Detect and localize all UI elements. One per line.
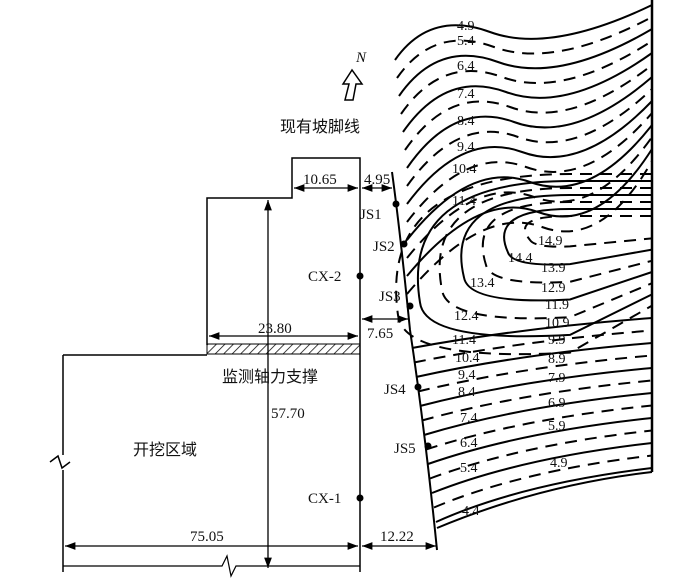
contour-line <box>402 52 653 133</box>
contour-label: 8.4 <box>457 114 475 129</box>
contour-line-dashed <box>421 379 653 422</box>
contour-line-dashed <box>404 64 653 151</box>
contour-label: 12.9 <box>541 281 566 296</box>
slope-foot-label: 现有坡脚线 <box>280 118 360 136</box>
contour-line-dashed <box>406 112 653 223</box>
contour-label: 10.9 <box>545 316 570 331</box>
contour-line <box>406 100 653 205</box>
contour-line <box>415 342 653 378</box>
contour-line-dashed <box>524 215 653 248</box>
contour-label: 10.4 <box>455 351 480 366</box>
dim-label: 4.95 <box>364 172 390 188</box>
north-arrow-icon <box>341 68 364 101</box>
monitoring-point <box>414 383 422 391</box>
dim-label: 57.70 <box>271 406 305 422</box>
contour-line-dashed <box>425 404 653 451</box>
contour-line <box>406 76 653 169</box>
contour-line <box>435 467 653 523</box>
contour-label: 7.4 <box>460 411 478 426</box>
contour-line <box>423 392 653 436</box>
contour-label: 8.4 <box>458 385 476 400</box>
contour-label: 13.4 <box>470 276 495 291</box>
contour-line-dashed <box>395 173 653 356</box>
contour-label: 12.4 <box>454 309 479 324</box>
excavation-label: 开挖区域 <box>133 441 197 459</box>
contour-label: 11.4 <box>452 333 476 348</box>
bottom-break-symbol <box>63 554 360 578</box>
contour-label: 10.4 <box>452 162 477 177</box>
contour-label: 8.9 <box>548 352 566 367</box>
bottom-boundary <box>436 471 653 529</box>
contour-label: 9.4 <box>458 368 476 383</box>
north-label: N <box>355 50 367 66</box>
contour-line <box>503 208 653 266</box>
contour-label: 14.4 <box>508 251 533 266</box>
contour-lines <box>394 4 653 523</box>
monitoring-point <box>356 272 364 280</box>
contour-label: 5.9 <box>548 419 566 434</box>
contour-line-dashed <box>413 329 653 364</box>
contour-line-dashed <box>433 454 653 509</box>
contour-label: 6.4 <box>460 436 478 451</box>
point-label: CX-1 <box>308 491 341 507</box>
contour-label: 11.9 <box>545 298 569 313</box>
monitoring-point <box>400 240 408 248</box>
contour-line <box>394 4 653 61</box>
contour-line-dashed <box>396 16 653 79</box>
point-label: JS1 <box>360 207 382 223</box>
dim-label: 75.05 <box>190 529 224 545</box>
monitoring-point <box>356 494 364 502</box>
contour-label: 9.4 <box>457 140 475 155</box>
contour-line-dashed <box>400 40 653 115</box>
contour-line <box>431 442 653 494</box>
dim-label: 12.22 <box>380 529 414 545</box>
contour-label: 11.4 <box>452 194 476 209</box>
contour-label: 5.4 <box>457 34 475 49</box>
contour-line-dashed <box>429 429 653 480</box>
point-label: JS5 <box>394 441 416 457</box>
dim-label: 7.65 <box>367 326 393 342</box>
contour-line <box>411 317 653 349</box>
dim-label: 10.65 <box>303 172 337 188</box>
contour-label: 4.9 <box>457 19 475 34</box>
slope-foot-line <box>391 171 438 551</box>
contour-line-dashed <box>417 354 653 393</box>
contour-label: 5.4 <box>460 461 478 476</box>
monitoring-point <box>406 302 414 310</box>
contour-line <box>460 194 653 302</box>
contour-line <box>398 28 653 97</box>
contour-line-dashed <box>406 160 653 295</box>
contour-line-dashed <box>406 88 653 187</box>
contour-line-dashed <box>481 201 653 284</box>
strut-label: 监测轴力支撑 <box>222 368 318 386</box>
contour-label: 7.4 <box>457 87 475 102</box>
contour-line <box>419 367 653 407</box>
monitoring-point <box>424 442 432 450</box>
point-label: JS2 <box>373 239 395 255</box>
contour-line-dashed <box>438 187 653 320</box>
contour-label: 13.9 <box>541 261 566 276</box>
contour-label: 9.9 <box>548 333 566 348</box>
contour-label: 14.9 <box>538 234 563 249</box>
point-label: JS3 <box>379 289 401 305</box>
contour-label: 6.4 <box>457 59 475 74</box>
monitored-strut <box>206 343 361 355</box>
point-label: JS4 <box>384 382 406 398</box>
point-label: CX-2 <box>308 269 341 285</box>
monitoring-point <box>392 200 400 208</box>
dim-label: 23.80 <box>258 321 292 337</box>
contour-label: 6.9 <box>548 396 566 411</box>
contour-label: 4.4 <box>462 504 480 519</box>
excavation-outline <box>49 157 361 572</box>
contour-label: 7.9 <box>548 371 566 386</box>
contour-label: 4.9 <box>550 456 568 471</box>
contour-line <box>427 417 653 465</box>
